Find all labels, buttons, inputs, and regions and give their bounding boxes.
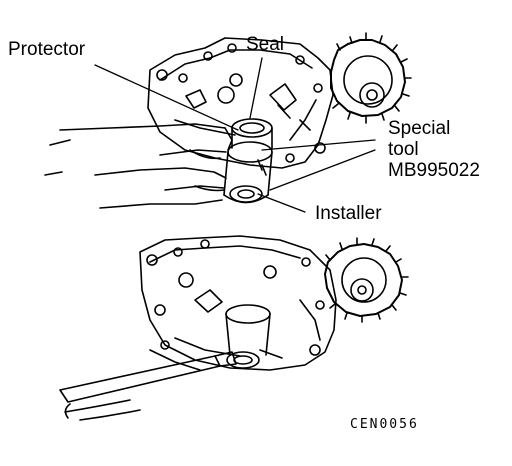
seal-and-tool <box>223 118 273 204</box>
special-tool-leader-2 <box>269 149 376 191</box>
figure-code: CEN0056 <box>350 417 419 432</box>
special-tool-label-line3: MB995022 <box>388 160 480 181</box>
special-tool-label-line2: tool <box>388 139 419 160</box>
special-tool-leader-1 <box>261 139 376 151</box>
upper-hand <box>44 123 233 209</box>
seal-label: Seal <box>246 34 285 55</box>
installer-leader <box>257 193 306 213</box>
protector-label: Protector <box>8 39 86 60</box>
special-tool-label-line1: Special <box>388 118 451 139</box>
installer-label: Installer <box>315 203 382 224</box>
leader-lines <box>94 57 376 213</box>
lower-sprocket <box>324 237 409 323</box>
upper-sprocket <box>330 32 412 124</box>
lower-installer <box>225 304 271 369</box>
ratchet-handle <box>59 351 237 421</box>
upper-pump-case <box>147 37 334 169</box>
seal-leader <box>249 57 263 119</box>
protector-leader <box>94 64 239 131</box>
lower-pump-case <box>139 235 337 371</box>
